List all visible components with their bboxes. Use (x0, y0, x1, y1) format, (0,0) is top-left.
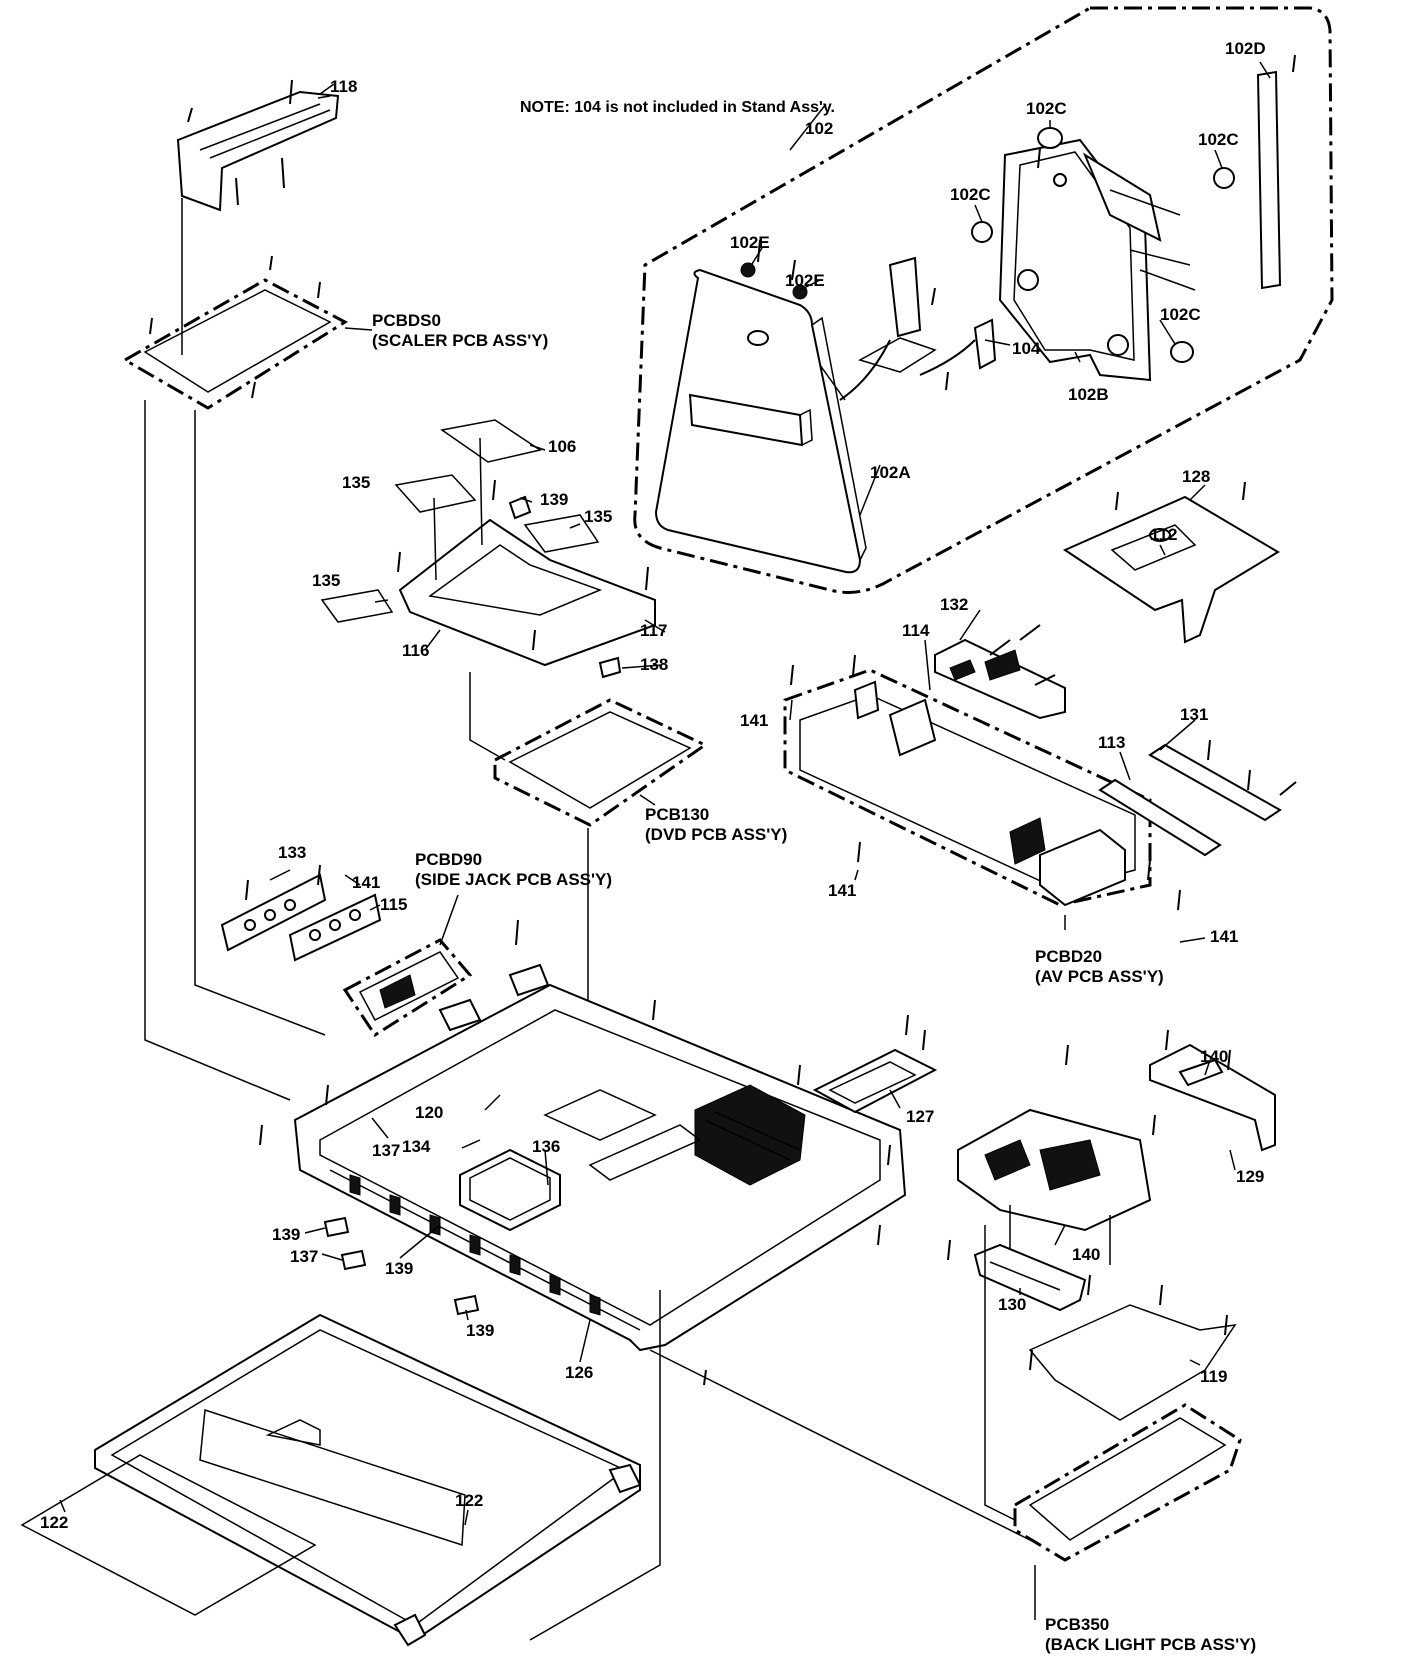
label-pcbd50-name: (SCALER PCB ASS'Y) (372, 331, 548, 350)
label-114: 114 (902, 621, 930, 640)
part-104-cable (819, 256, 997, 401)
label-122-panel: 122 (455, 1491, 483, 1510)
chassis-connector-row (329, 1169, 641, 1331)
dvd-pcb-outline (493, 698, 708, 827)
label-112: 112 (1150, 525, 1177, 544)
label-141-a: 141 (740, 711, 768, 730)
scaler-pcb-board (143, 289, 332, 393)
part-119-sheet (1028, 1284, 1237, 1421)
part-102C-washers (971, 127, 1235, 363)
label-133: 133 (278, 843, 306, 862)
dvd-loader-block (947, 1044, 1156, 1312)
label-119: 119 (1200, 1367, 1227, 1386)
label-pcbd90-code: PCBD90 (415, 850, 482, 869)
part-118-bracket (176, 79, 340, 212)
label-pcb130-name: (DVD PCB ASS'Y) (645, 825, 787, 844)
label-117: 117 (640, 621, 667, 640)
label-104: 104 (1012, 339, 1041, 358)
dvd-pcb-board (508, 711, 692, 809)
part-102B-wall-bracket (998, 138, 1196, 382)
label-106: 106 (548, 437, 576, 456)
backlight-pcb-outline (1013, 1403, 1242, 1562)
label-pcb350-name: (BACK LIGHT PCB ASS'Y) (1045, 1635, 1256, 1654)
label-127: 127 (906, 1107, 934, 1126)
part-102A-stand (654, 239, 867, 574)
label-135-b: 135 (584, 507, 612, 526)
label-pcb130-code: PCB130 (645, 805, 709, 824)
label-141-b: 141 (352, 873, 380, 892)
label-102B: 102B (1068, 385, 1109, 404)
av-pcb-board (790, 654, 1181, 911)
label-120: 120 (415, 1103, 443, 1122)
leader-lines (59, 61, 1271, 1526)
side-jack-assembly (220, 864, 473, 1038)
part-129-bracket (1149, 1029, 1276, 1152)
backlight-pcb-board (1028, 1417, 1227, 1541)
part-128-bracket (1062, 481, 1280, 644)
stand-assembly-note: NOTE: 104 is not included in Stand Ass'y… (520, 99, 835, 116)
lcd-panel-122 (94, 1290, 661, 1647)
shield-assembly-116 (320, 419, 656, 679)
label-131: 131 (1180, 705, 1208, 724)
label-102A: 102A (870, 463, 911, 482)
label-132: 132 (940, 595, 968, 614)
label-141-c: 141 (828, 881, 856, 900)
label-139-b: 139 (272, 1225, 300, 1244)
label-116: 116 (402, 641, 429, 660)
label-102C-top: 102C (1026, 99, 1067, 118)
label-137-a: 137 (372, 1141, 400, 1160)
label-102E-a: 102E (730, 233, 770, 252)
label-pcbd90-name: (SIDE JACK PCB ASS'Y) (415, 870, 612, 889)
label-138: 138 (640, 655, 668, 674)
label-102C-bottom: 102C (1160, 305, 1201, 324)
label-113: 113 (1098, 733, 1125, 752)
label-pcb350-code: PCB350 (1045, 1615, 1109, 1634)
label-136: 136 (532, 1137, 560, 1156)
label-141-d: 141 (1210, 927, 1238, 946)
label-140-b: 140 (1072, 1245, 1100, 1264)
part-127-bracket (812, 1014, 938, 1114)
av-pcb-assembly (934, 624, 1066, 720)
label-140-a: 140 (1200, 1047, 1228, 1066)
label-126: 126 (565, 1363, 593, 1382)
label-130: 130 (998, 1295, 1026, 1314)
label-139-d: 139 (466, 1321, 494, 1340)
label-115: 115 (380, 895, 407, 914)
label-102D: 102D (1225, 39, 1266, 58)
small-clips-139-137 (323, 1216, 480, 1316)
label-137-b: 137 (290, 1247, 318, 1266)
label-118: 118 (330, 77, 357, 96)
label-128: 128 (1182, 467, 1210, 486)
label-102C-left: 102C (950, 185, 991, 204)
av-pcb-outline (783, 668, 1152, 907)
label-139-a: 139 (540, 490, 568, 509)
scaler-pcb-outline (121, 278, 349, 410)
label-pcbd20-name: (AV PCB ASS'Y) (1035, 967, 1164, 986)
part-102D-strip (1256, 54, 1296, 290)
label-pcbd20-code: PCBD20 (1035, 947, 1102, 966)
label-129: 129 (1236, 1167, 1264, 1186)
label-102: 102 (805, 119, 833, 138)
chassis-heatsink (694, 1084, 806, 1186)
label-122-left: 122 (40, 1513, 68, 1532)
label-139-c: 139 (385, 1259, 413, 1278)
label-135-a: 135 (342, 473, 370, 492)
label-135-c: 135 (312, 571, 340, 590)
label-102E-b: 102E (785, 271, 825, 290)
label-134: 134 (402, 1137, 431, 1156)
label-102C-right: 102C (1198, 130, 1239, 149)
parts-131-113-brackets (1098, 739, 1297, 857)
lcd-sheet-122 (20, 1454, 317, 1616)
label-pcbd50-code: PCBDS0 (372, 311, 441, 330)
main-chassis (259, 919, 907, 1386)
